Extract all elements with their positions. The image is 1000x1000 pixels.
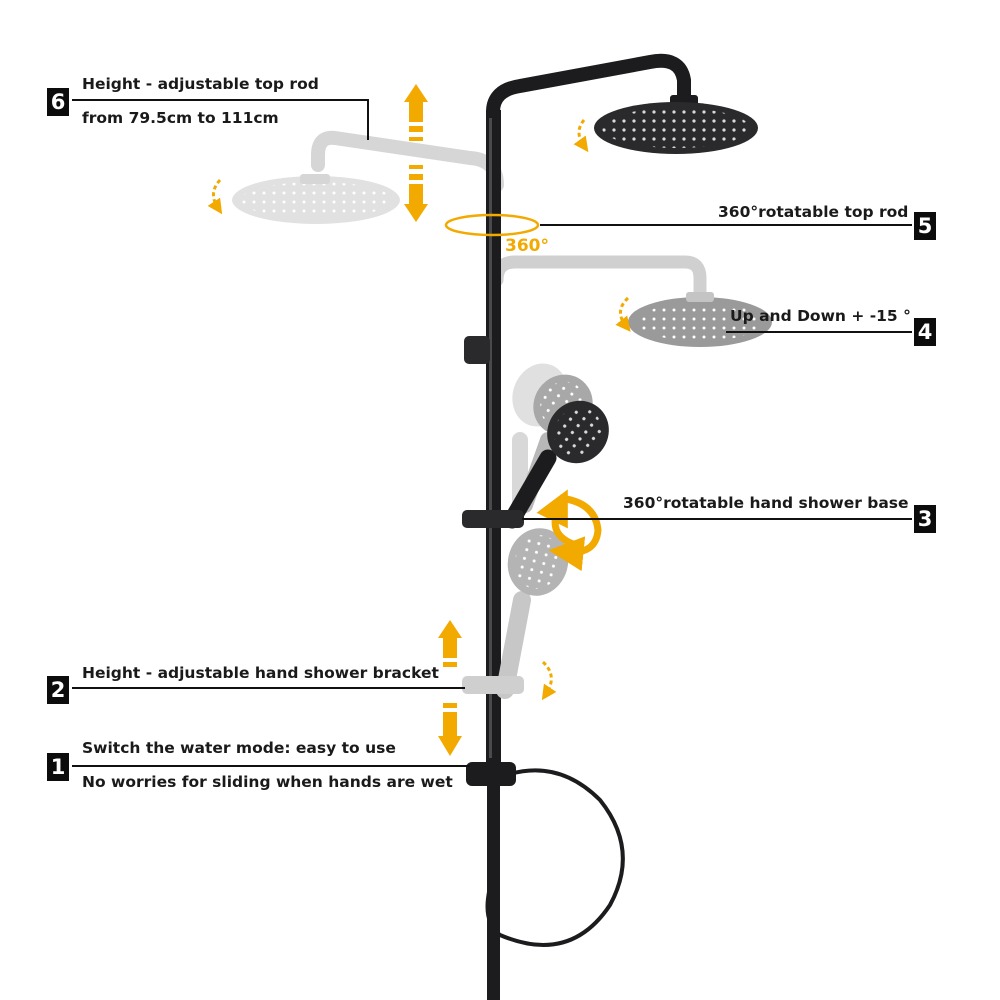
callout-6-line-2: from 79.5cm to 111cm	[82, 109, 279, 127]
callout-6-badge: 6	[47, 88, 69, 116]
callout-2-line-1: Height - adjustable hand shower bracket	[82, 664, 439, 682]
hand-shower	[503, 400, 609, 529]
callout-1-badge: 1	[47, 753, 69, 781]
tilt-arrow-top-head	[573, 119, 589, 153]
rotation-degree-label: 360°	[505, 236, 549, 256]
callout-3-badge: 3	[914, 505, 936, 533]
callout-3-line-1: 360°rotatable hand shower base	[623, 494, 909, 512]
ghost-lowered-top-rod	[490, 255, 772, 347]
leader-line-6	[72, 99, 369, 140]
callout-5-badge: 5	[914, 212, 936, 240]
callout-6-line-1: Height - adjustable top rod	[82, 75, 319, 93]
rotation-arrow-top-rod	[444, 213, 540, 237]
callout-1-line-2: No worries for sliding when hands are we…	[82, 773, 453, 791]
callout-4-badge: 4	[914, 318, 936, 346]
leader-lines	[72, 99, 912, 767]
hand-shower-base	[462, 510, 524, 528]
tilt-arrow-ghost-head	[207, 178, 223, 215]
rotation-arrow-hand-base-2	[536, 489, 578, 549]
riser-pipe	[486, 53, 691, 770]
ghost-raised-top-rod	[232, 130, 504, 224]
tilt-arrow-bracket	[541, 660, 557, 701]
callout-1-line-1: Switch the water mode: easy to use	[82, 739, 396, 757]
callout-4-line-1: Up and Down + -15 °	[730, 307, 911, 325]
ghost-slide-bracket	[462, 676, 524, 694]
callout-5-line-1: 360°rotatable top rod	[718, 203, 909, 221]
tilt-arrow-lower-head	[615, 296, 631, 332]
wall-bracket	[464, 336, 490, 364]
callout-2-badge: 2	[47, 676, 69, 704]
rotation-arrow-hand-base	[548, 494, 602, 572]
height-arrow-hand-bracket	[438, 620, 462, 756]
top-shower-head	[594, 95, 758, 154]
height-arrow-top-rod	[404, 84, 428, 222]
diverter-and-hose	[466, 762, 625, 1000]
